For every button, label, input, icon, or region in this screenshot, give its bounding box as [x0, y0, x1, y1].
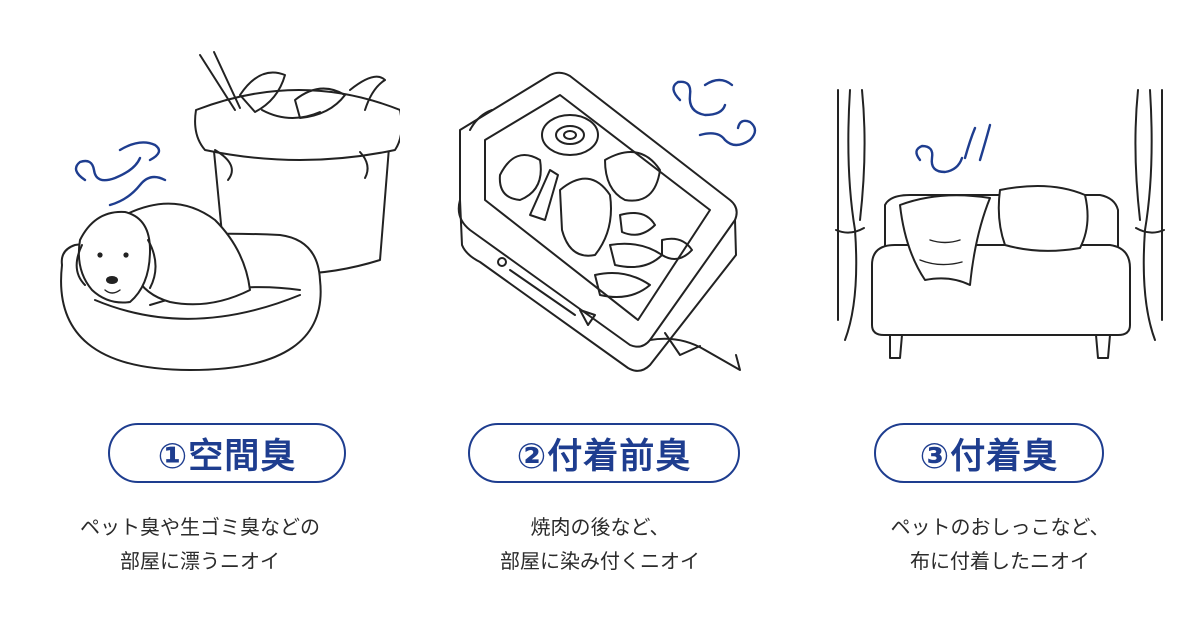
description-line-1: ペット臭や生ゴミ臭などの [80, 515, 320, 539]
hot-plate-illustration [457, 71, 757, 372]
title-badge: ①空間臭 [108, 423, 346, 483]
trash-bin-icon [194, 51, 400, 275]
sofa-curtain-illustration [835, 89, 1165, 359]
dog-bed-trash-illustration [60, 51, 400, 371]
odor-wave-icon [74, 141, 167, 207]
description-line-2: 部屋に漂うニオイ [120, 549, 280, 573]
title-text: ③付着臭 [919, 436, 1059, 477]
curtain-icon [835, 89, 1165, 341]
description-line-1: 焼肉の後など、 [530, 515, 670, 539]
title-badge: ②付着前臭 [468, 423, 740, 483]
odor-wave-icon [915, 123, 992, 174]
hot-plate-icon [457, 71, 741, 372]
description-line-1: ペットのおしっこなど、 [890, 515, 1110, 539]
dog-icon [75, 202, 251, 306]
description: 焼肉の後など、 部屋に染み付くニオイ [400, 510, 800, 578]
panel-adhesion-odor: ③付着臭 ペットのおしっこなど、 布に付着したニオイ [800, 0, 1200, 635]
odor-wave-icon [672, 78, 757, 147]
title-text: ②付着前臭 [516, 436, 692, 477]
description: ペット臭や生ゴミ臭などの 部屋に漂うニオイ [0, 510, 400, 578]
title-text: ①空間臭 [157, 436, 297, 477]
title-badge: ③付着臭 [874, 423, 1104, 483]
description: ペットのおしっこなど、 布に付着したニオイ [800, 510, 1200, 578]
description-line-2: 布に付着したニオイ [910, 549, 1090, 573]
panel-space-odor: ①空間臭 ペット臭や生ゴミ臭などの 部屋に漂うニオイ [0, 0, 400, 635]
sofa-icon [871, 185, 1131, 359]
panel-pre-adhesion-odor: ②付着前臭 焼肉の後など、 部屋に染み付くニオイ [400, 0, 800, 635]
description-line-2: 部屋に染み付くニオイ [500, 549, 700, 573]
